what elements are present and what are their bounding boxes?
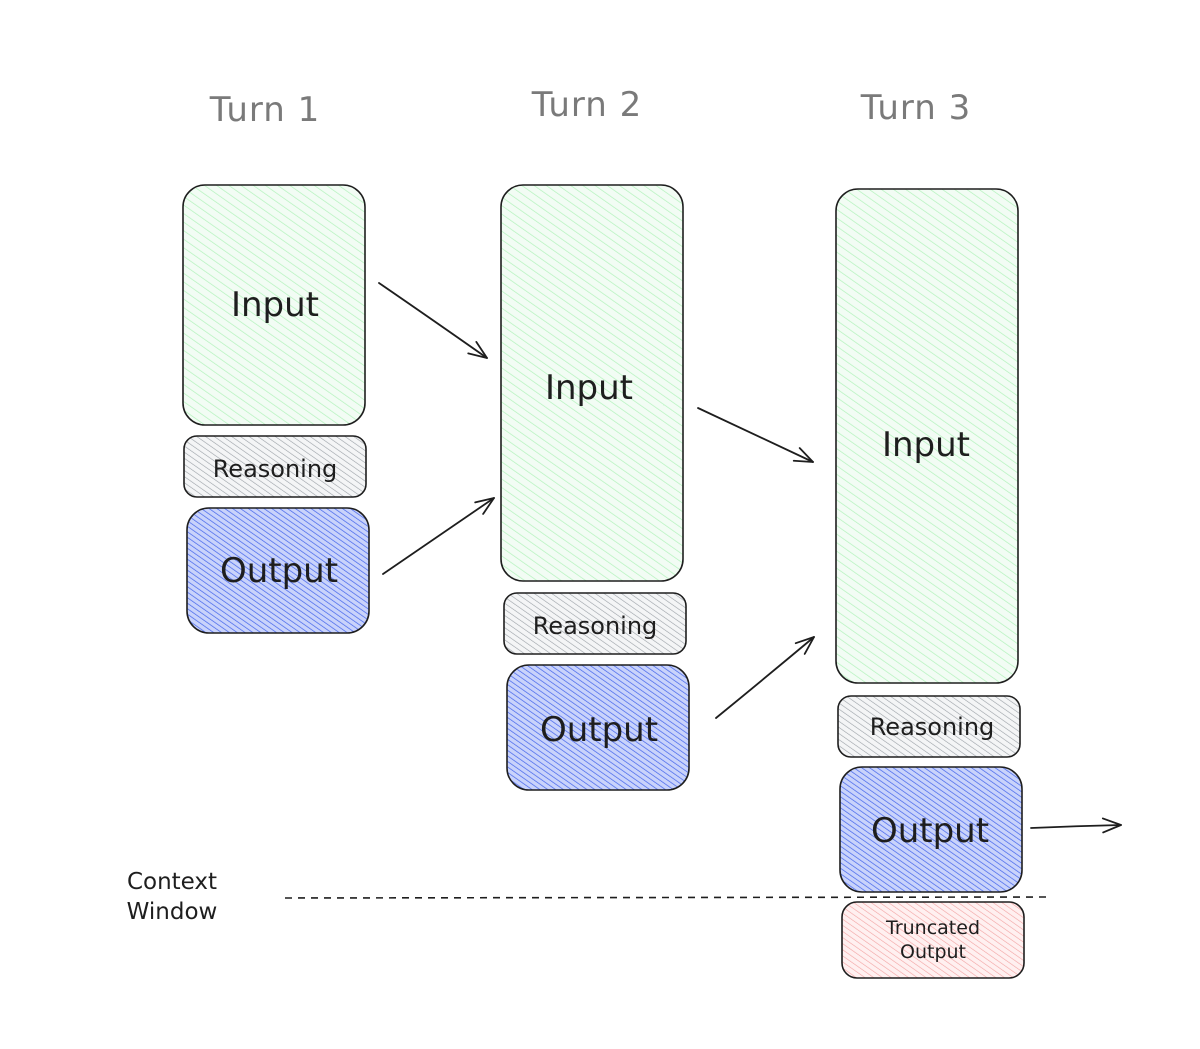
arrow-turn2-input-to-turn3 bbox=[697, 407, 814, 463]
turn-3-output-label: Output bbox=[871, 811, 989, 851]
turn-3-reasoning-label: Reasoning bbox=[870, 713, 995, 741]
turn-2-output-label: Output bbox=[540, 710, 658, 750]
turn-3-input-label: Input bbox=[882, 425, 970, 465]
context-window-label-line-2: Window bbox=[127, 899, 218, 925]
context-window-label-line-1: Context bbox=[127, 869, 217, 895]
turn-2-reasoning-block: Reasoning bbox=[503, 592, 687, 655]
turn-2-input-label: Input bbox=[545, 368, 633, 408]
turn-1-input-label: Input bbox=[231, 285, 319, 325]
turn-1-title: Turn 1 bbox=[209, 90, 321, 130]
context-window-line bbox=[284, 896, 1047, 899]
turn-3-title: Turn 3 bbox=[860, 88, 972, 128]
arrow-turn2-output-to-turn3 bbox=[715, 636, 815, 719]
turn-3-input-block: Input bbox=[835, 188, 1019, 684]
arrow-turn3-output-onward bbox=[1030, 817, 1122, 834]
turn-2-input-block: Input bbox=[500, 184, 684, 582]
arrow-turn1-output-to-turn2 bbox=[382, 497, 495, 575]
turn-3-reasoning-block: Reasoning bbox=[837, 695, 1021, 758]
turn-2-reasoning-label: Reasoning bbox=[533, 612, 658, 640]
turn-1-reasoning-block: Reasoning bbox=[183, 435, 367, 498]
turn-1-output-block: Output bbox=[186, 507, 370, 634]
turn-1-output-label: Output bbox=[220, 551, 338, 591]
truncated-line-1: Truncated bbox=[885, 917, 980, 939]
turn-1-input-block: Input bbox=[182, 184, 366, 426]
arrow-turn1-input-to-turn2 bbox=[378, 282, 488, 359]
turn-1-reasoning-label: Reasoning bbox=[213, 455, 338, 483]
turn-3-output-block: Output bbox=[839, 766, 1023, 893]
turn-2-output-block: Output bbox=[506, 664, 690, 791]
truncated-output-block: Truncated Output bbox=[841, 901, 1025, 979]
truncated-line-2: Output bbox=[900, 941, 966, 963]
turn-2-title: Turn 2 bbox=[531, 85, 643, 125]
